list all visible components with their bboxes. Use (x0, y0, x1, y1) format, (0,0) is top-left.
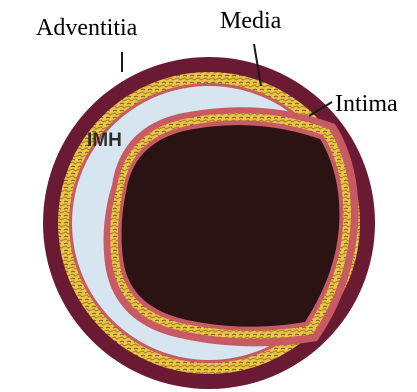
adventitia-label: Adventitia (36, 15, 138, 41)
intima-label: Intima (335, 91, 398, 117)
true-lumen (122, 125, 340, 327)
media-label: Media (220, 8, 282, 34)
imh-label: IMH (87, 130, 122, 151)
